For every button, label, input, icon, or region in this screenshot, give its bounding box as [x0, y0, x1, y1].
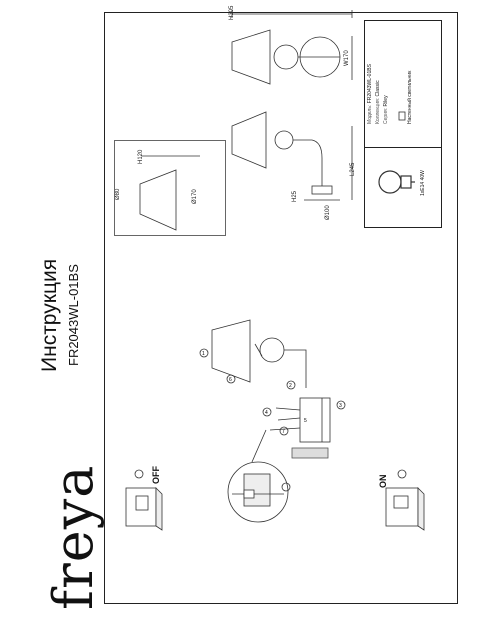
step-number: 2	[289, 383, 292, 389]
step-number: 7	[282, 429, 285, 435]
spec-table	[364, 20, 442, 228]
wiring-detail	[227, 429, 291, 523]
step-number: 6	[229, 377, 232, 383]
shade-dimension-box	[114, 140, 226, 236]
spec-divider	[365, 147, 441, 148]
instruction-frame	[104, 12, 458, 604]
step-number: 3	[339, 403, 342, 409]
switch-on-box	[385, 469, 425, 531]
mounting-bracket	[269, 397, 331, 459]
step-number: 4	[265, 410, 268, 416]
step-number: 1	[202, 351, 205, 357]
lamp-side-view	[231, 111, 353, 201]
switch-off-box	[125, 469, 163, 531]
lamp-front-view	[231, 10, 353, 85]
shade-detail	[139, 155, 200, 231]
bulb-icon	[378, 170, 415, 194]
step-number: 5	[304, 418, 307, 424]
wall-lamp-icon	[398, 111, 406, 121]
lamp-assembly-view	[199, 319, 346, 436]
